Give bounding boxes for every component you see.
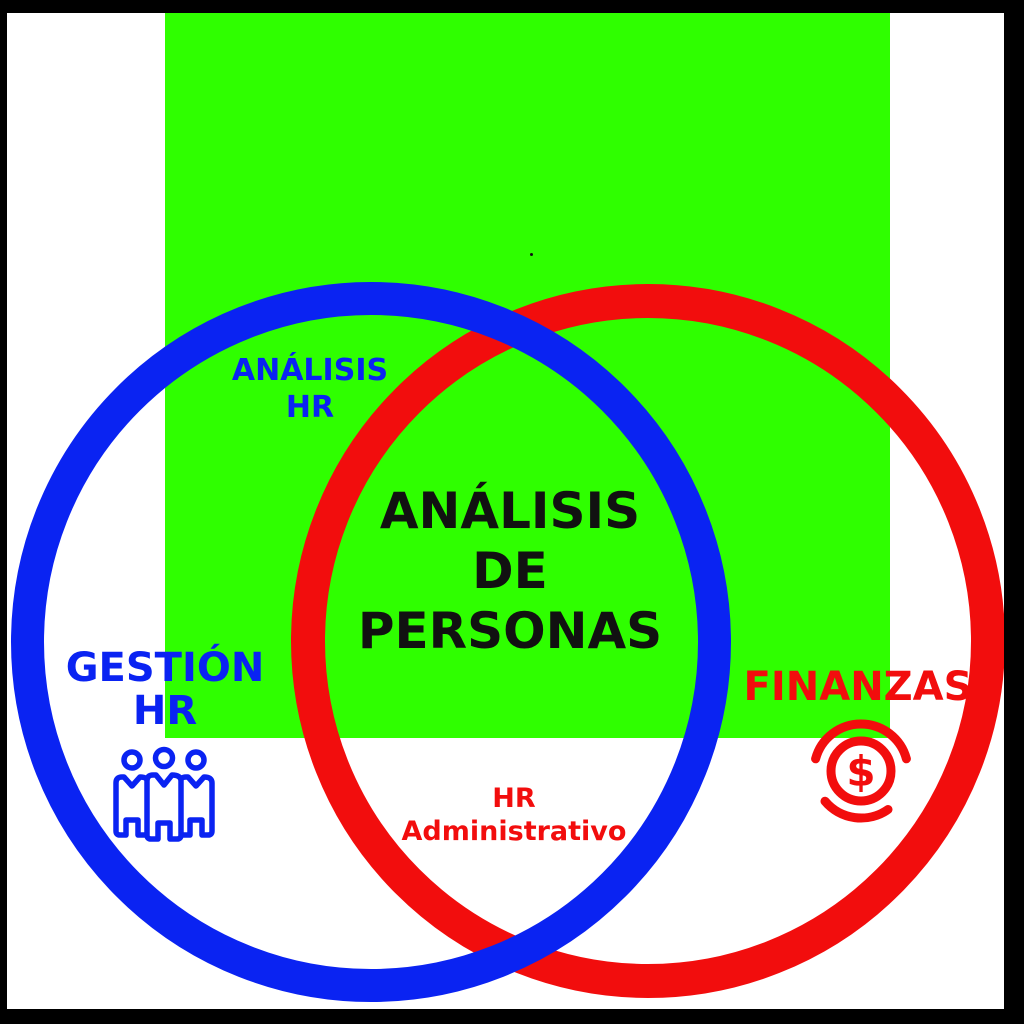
person-head-middle [152, 746, 176, 770]
finanzas-line1: FINANZAS [743, 664, 973, 710]
analisis-hr-region-label: ANÁLISIS HR [190, 352, 430, 426]
person-head-left [121, 749, 143, 771]
person-body-middle [144, 772, 184, 842]
intersection-title: ANÁLISIS DE PERSONAS [330, 481, 690, 661]
small-dot-artifact [530, 253, 533, 256]
analisis-hr-line2: HR [285, 390, 335, 425]
hr-admin-line2: Administrativo [401, 816, 627, 847]
coin-ring [826, 736, 896, 806]
diagram-canvas: ANÁLISIS HR ANÁLISIS DE PERSONAS GESTIÓN… [7, 13, 1004, 1009]
people-icon [113, 746, 215, 842]
money-arc-top [811, 719, 911, 764]
person-head-right [185, 749, 207, 771]
money-circulation-icon: $ [811, 719, 911, 823]
finanzas-title: FINANZAS [728, 665, 988, 709]
intersection-line2: DE [472, 542, 548, 600]
person-body-left [113, 774, 151, 838]
intersection-line3: PERSONAS [357, 602, 663, 660]
gestion-line1: GESTIÓN [65, 645, 265, 691]
gestion-hr-title: GESTIÓN HR [35, 647, 295, 733]
intersection-line1: ANÁLISIS [379, 482, 641, 540]
person-body-right [177, 774, 215, 838]
money-arc-bottom [820, 796, 893, 823]
hr-admin-line1: HR [492, 783, 536, 814]
dollar-symbol: $ [846, 747, 875, 796]
hr-administrativo-region-label: HR Administrativo [384, 782, 644, 848]
analisis-hr-line1: ANÁLISIS [231, 353, 389, 388]
gestion-line2: HR [132, 688, 198, 734]
